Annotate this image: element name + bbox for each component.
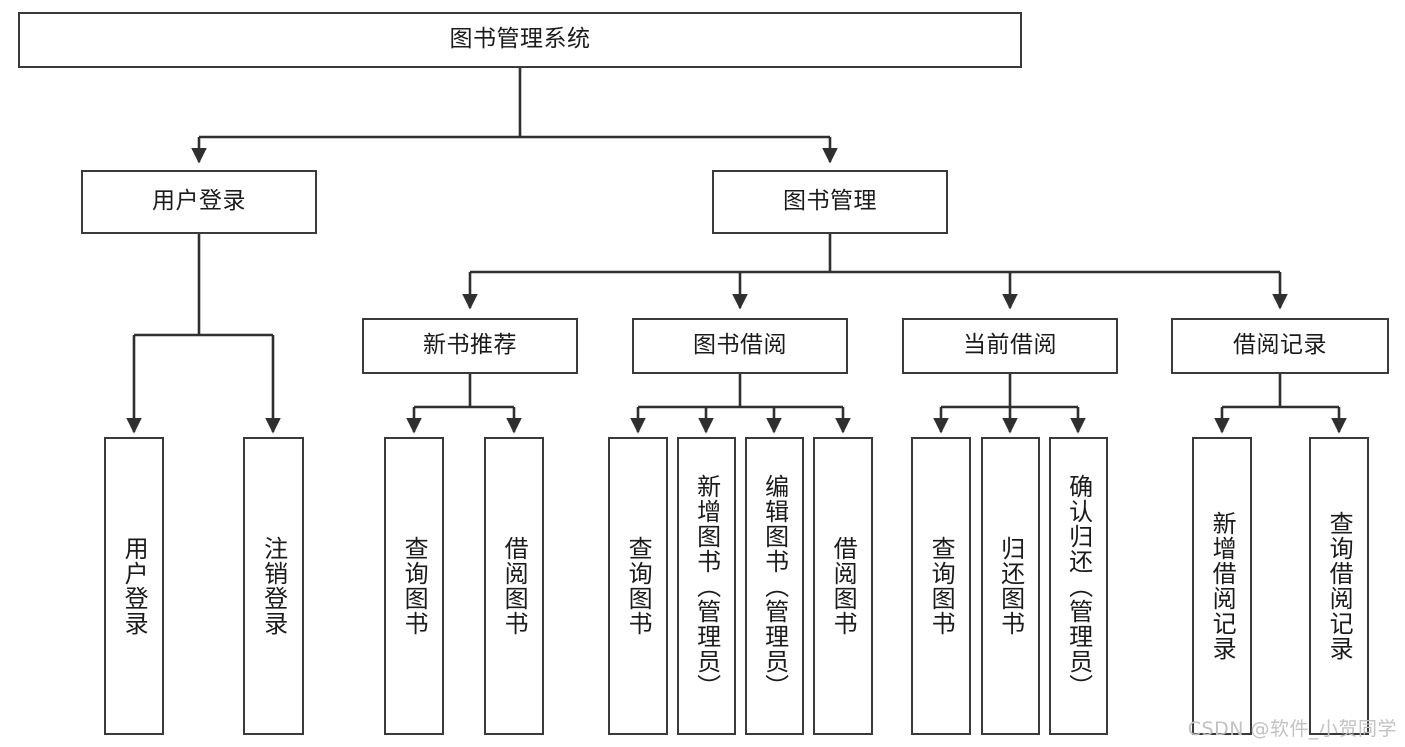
- node-label: 查询图书: [400, 536, 429, 636]
- node-label: 借阅图书: [829, 536, 858, 636]
- node-root-book-management-system[interactable]: 图书管理系统: [18, 12, 1022, 68]
- node-label: 借阅记录: [1233, 332, 1327, 359]
- leaf-new-book-query-book[interactable]: 查询图书: [384, 437, 444, 735]
- node-label: 图书管理系统: [449, 26, 591, 53]
- node-label: 注销登录: [259, 536, 288, 636]
- leaf-new-book-borrow-book[interactable]: 借阅图书: [484, 437, 544, 735]
- node-label: 当前借阅: [963, 332, 1057, 359]
- node-label: 图书借阅: [693, 332, 787, 359]
- leaf-borrow-record-add-record[interactable]: 新增借阅记录: [1192, 437, 1252, 735]
- leaf-book-borrow-borrow-book[interactable]: 借阅图书: [813, 437, 873, 735]
- node-label: 图书管理: [783, 188, 877, 215]
- node-label: 新书推荐: [423, 332, 517, 359]
- node-borrow-record[interactable]: 借阅记录: [1171, 318, 1389, 374]
- node-label: 归还图书: [996, 536, 1025, 636]
- node-user-login[interactable]: 用户登录: [81, 170, 317, 234]
- node-label: 查询借阅记录: [1325, 511, 1354, 661]
- node-new-book-recommend[interactable]: 新书推荐: [362, 318, 578, 374]
- node-book-borrow[interactable]: 图书借阅: [632, 318, 848, 374]
- leaf-book-borrow-add-book-admin[interactable]: 新增图书（管理员）: [677, 437, 736, 735]
- leaf-book-borrow-query-book[interactable]: 查询图书: [608, 437, 668, 735]
- node-label: 查询图书: [927, 536, 956, 636]
- node-label: 确认归还（管理员）: [1064, 473, 1093, 699]
- node-label: 用户登录: [152, 188, 246, 215]
- leaf-book-borrow-edit-book-admin[interactable]: 编辑图书（管理员）: [745, 437, 804, 735]
- node-label: 借阅图书: [500, 536, 529, 636]
- leaf-user-login-login[interactable]: 用户登录: [104, 437, 164, 735]
- leaf-current-borrow-confirm-return-admin[interactable]: 确认归还（管理员）: [1049, 437, 1108, 735]
- node-label: 编辑图书（管理员）: [760, 473, 789, 699]
- node-label: 用户登录: [120, 536, 149, 636]
- node-label: 新增图书（管理员）: [692, 473, 721, 699]
- node-current-borrow[interactable]: 当前借阅: [902, 318, 1118, 374]
- node-label: 新增借阅记录: [1208, 511, 1237, 661]
- leaf-user-login-logout[interactable]: 注销登录: [243, 437, 304, 735]
- leaf-borrow-record-query-record[interactable]: 查询借阅记录: [1309, 437, 1369, 735]
- node-book-management[interactable]: 图书管理: [712, 170, 948, 234]
- node-label: 查询图书: [624, 536, 653, 636]
- leaf-current-borrow-return-book[interactable]: 归还图书: [981, 437, 1040, 735]
- leaf-current-borrow-query-book[interactable]: 查询图书: [911, 437, 971, 735]
